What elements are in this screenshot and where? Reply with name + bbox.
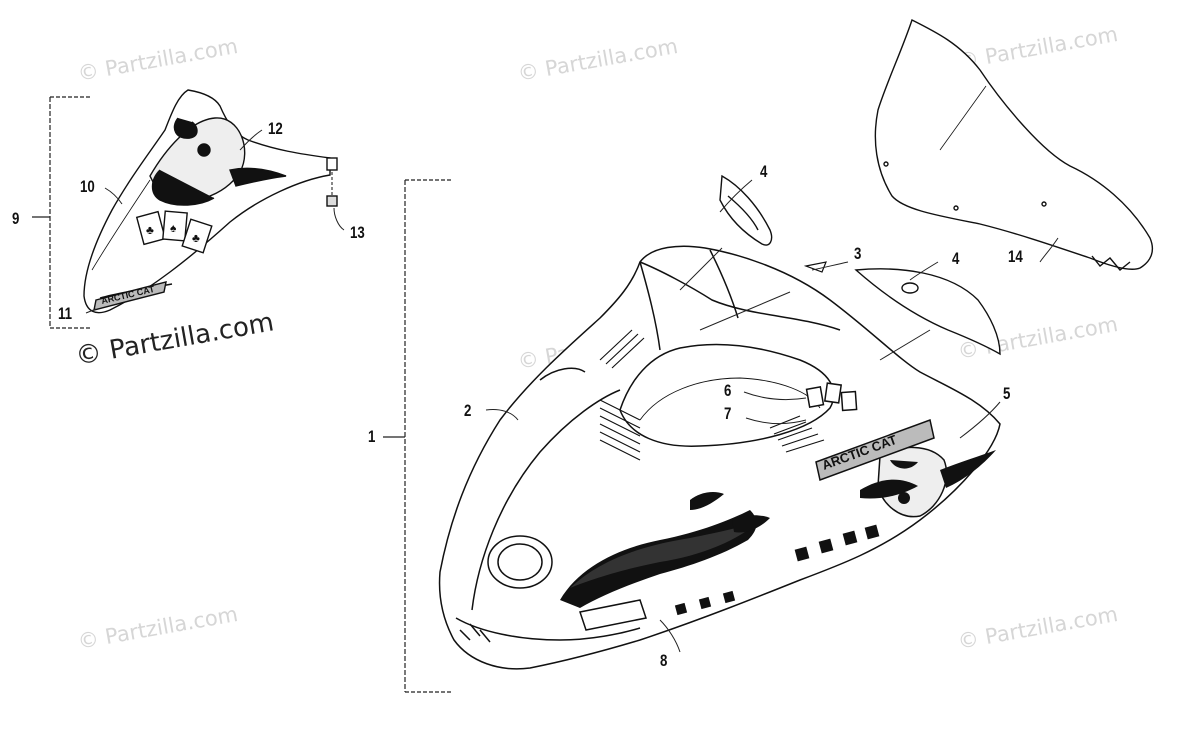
headlight-icon (487, 535, 553, 589)
callout-11: 11 (58, 304, 73, 323)
dice-icon (674, 524, 880, 616)
callout-9: 9 (12, 209, 20, 228)
callout-14: 14 (1008, 247, 1023, 266)
callout-12: 12 (268, 119, 283, 138)
callout-7: 7 (724, 404, 732, 423)
deflector-part-4-upper (719, 174, 773, 246)
callout-8: 8 (660, 651, 668, 670)
svg-text:♠: ♠ (170, 221, 177, 235)
vent-grille-right (769, 415, 825, 453)
svg-text:♣: ♣ (192, 231, 200, 245)
callout-4: 4 (952, 249, 960, 268)
leaders-main (485, 179, 1059, 653)
bracket-9 (32, 96, 92, 329)
bracket-1 (383, 179, 452, 693)
callout-4: 4 (760, 162, 768, 181)
joker-graphic-icon (860, 446, 996, 518)
callout-5: 5 (1003, 384, 1011, 403)
playing-cards-icon (805, 382, 858, 412)
callout-1: 1 (368, 427, 376, 446)
callout-6: 6 (724, 381, 732, 400)
windshield-part-14 (874, 19, 1154, 271)
playing-cards-icon: ♣ ♠ ♣ (135, 210, 213, 254)
joker-graphic-icon (149, 117, 287, 206)
svg-text:♣: ♣ (146, 223, 154, 237)
flame-graphic-icon (560, 492, 770, 608)
deflector-part-4-right (854, 268, 1001, 356)
nose-panel-part-10: ♣ ♠ ♣ ARCTIC CAT (83, 89, 338, 314)
vent-grille-left (599, 329, 645, 461)
callout-2: 2 (464, 401, 472, 420)
hood-part-2: ARCTIC CAT (438, 245, 1001, 670)
callout-3: 3 (854, 244, 862, 263)
callout-10: 10 (80, 177, 95, 196)
leaders-top-left (85, 129, 345, 314)
trim-piece-part-3 (803, 261, 827, 273)
callout-13: 13 (350, 223, 365, 242)
